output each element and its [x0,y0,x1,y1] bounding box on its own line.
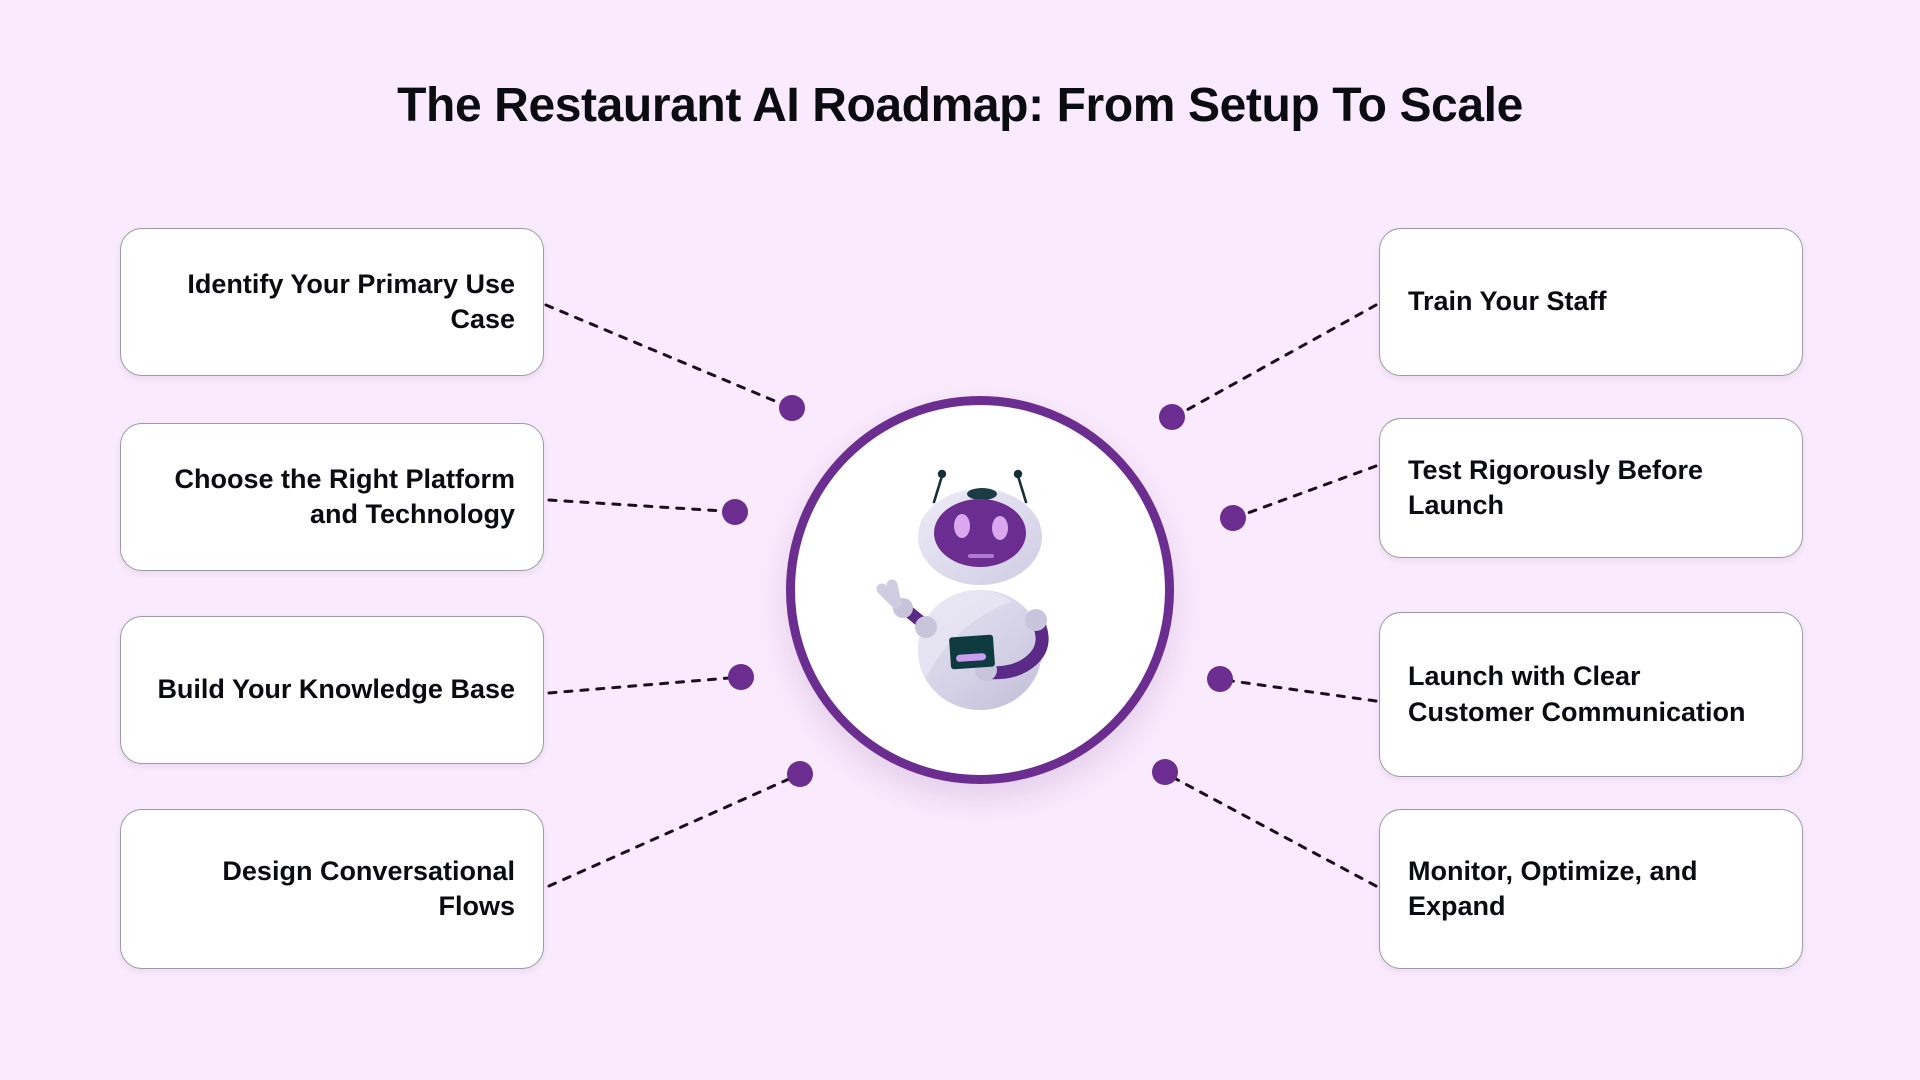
robot-device [949,634,995,670]
connector-monitor-optimize [1174,777,1378,888]
step-card-test-rigorously[interactable]: Test Rigorously Before Launch [1379,418,1803,558]
robot-mouth [968,554,994,558]
connector-test-rigorously-node [1220,505,1246,531]
step-card-label: Choose the Right Platform and Technology [174,463,515,529]
step-card-design-flows[interactable]: Design Conversational Flows [120,809,544,969]
step-card-launch-clear-comms[interactable]: Launch with Clear Customer Communication [1379,612,1803,777]
robot-body-highlight [918,590,1012,678]
connector-design-flows [547,777,791,888]
step-card-label: Launch with Clear Customer Communication [1408,661,1746,727]
step-card-label: Identify Your Primary Use Case [187,268,515,334]
connector-choose-platform-node [722,499,748,525]
connector-test-rigorously [1243,464,1378,516]
step-card-identify-use-case[interactable]: Identify Your Primary Use Case [120,228,544,376]
connector-build-knowledge-base [547,676,731,695]
page-title: The Restaurant AI Roadmap: From Setup To… [397,79,1523,133]
robot-antennae [932,469,1028,504]
step-card-monitor-optimize[interactable]: Monitor, Optimize, and Expand [1379,809,1803,969]
step-card-label: Train Your Staff [1408,286,1607,317]
step-card-label: Build Your Knowledge Base [157,674,515,705]
connector-launch-clear-comms [1230,679,1378,703]
connector-identify-use-case [544,303,784,406]
step-card-train-staff[interactable]: Train Your Staff [1379,228,1803,376]
robot-face-plate [934,499,1026,567]
connector-train-staff [1183,303,1378,413]
robot-eye-left [954,514,970,538]
step-card-label: Design Conversational Flows [222,855,515,921]
step-card-label: Monitor, Optimize, and Expand [1408,855,1698,921]
connector-choose-platform [547,498,725,513]
robot-illustration-wrapper [795,405,1165,775]
connector-build-knowledge-base-node [728,664,754,690]
robot-left-arm [876,579,937,638]
robot-head-cap [967,488,997,500]
step-card-build-knowledge-base[interactable]: Build Your Knowledge Base [120,616,544,764]
step-card-label: Test Rigorously Before Launch [1408,454,1704,520]
robot-eye-right [992,516,1008,540]
connector-launch-clear-comms-node [1207,666,1233,692]
step-card-choose-platform[interactable]: Choose the Right Platform and Technology [120,423,544,571]
center-robot-badge [786,396,1174,784]
ai-robot-icon [876,469,1049,710]
